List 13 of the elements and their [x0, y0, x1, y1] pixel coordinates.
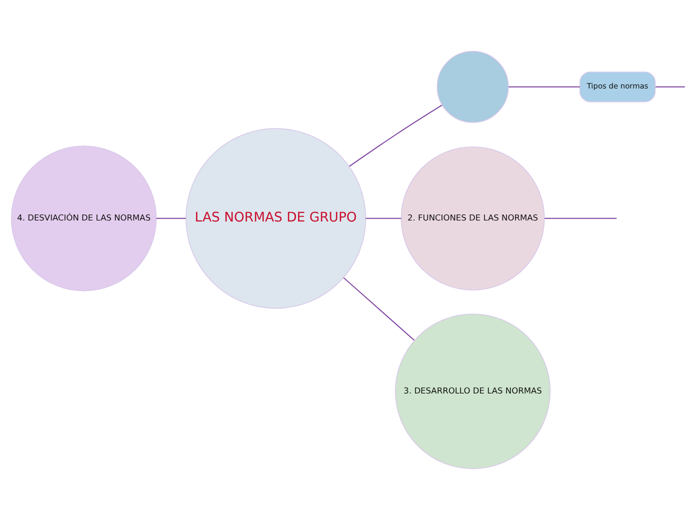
node-circle: 4. DESVIACIÓN DE LAS NORMAS — [10, 146, 157, 292]
connector — [544, 218, 618, 219]
connector — [508, 86, 580, 88]
node-circle: LAS NORMAS DE GRUPO — [186, 128, 366, 309]
connector — [365, 218, 402, 219]
connector — [343, 277, 415, 341]
connector — [156, 218, 186, 219]
node-circle — [436, 50, 509, 123]
node-box: Tipos de normas — [580, 72, 656, 102]
node-circle: 3. DESARROLLO DE LAS NORMAS — [395, 314, 551, 470]
connector — [655, 86, 686, 88]
node-circle: 2. FUNCIONES DE LAS NORMAS — [400, 146, 545, 290]
connector — [348, 104, 442, 167]
